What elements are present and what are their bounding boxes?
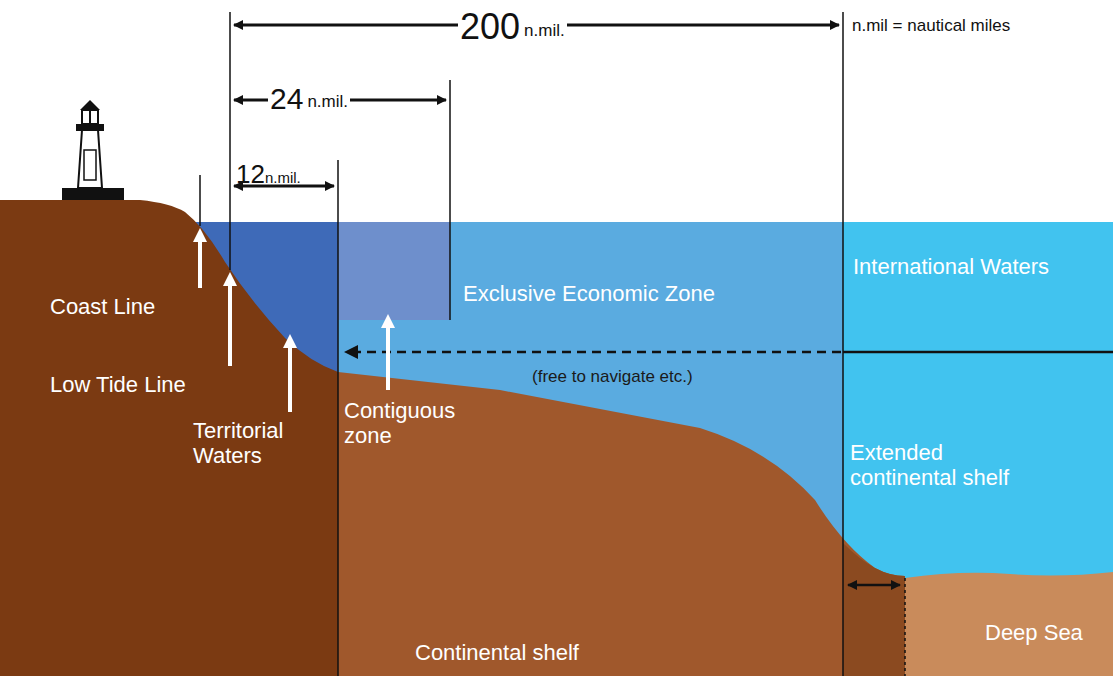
dimension-number: 12: [236, 160, 265, 190]
deep-sea: [905, 572, 1113, 676]
lighthouse: [62, 100, 124, 200]
zone-label: Continental shelf: [415, 640, 579, 665]
zone-label: Extended continental shelf: [850, 440, 1055, 491]
continental-shelf: [338, 372, 905, 676]
zone-label: Exclusive Economic Zone: [463, 281, 715, 306]
contiguous-water: [338, 222, 450, 320]
extended-shelf: [843, 543, 905, 676]
navigation-arrowhead: [344, 345, 358, 359]
zone-label: Coast Line: [50, 294, 155, 319]
dimension-unit: n.mil.: [305, 92, 350, 112]
pointer-arrows: [193, 228, 395, 412]
boundary-lines: [200, 12, 905, 676]
dimension-arrows: [234, 25, 900, 585]
dimension-unit: n.mil.: [522, 21, 567, 41]
navigation-line: [843, 351, 1113, 354]
dimension-number: 24: [268, 82, 305, 117]
dimension-number: 200: [458, 6, 522, 47]
zone-label: Deep Sea: [985, 620, 1083, 645]
unit-note: n.mil = nautical miles: [852, 16, 1010, 36]
navigation-note: (free to navigate etc.): [532, 367, 693, 387]
land: [0, 200, 338, 676]
zone-label: International Waters: [853, 254, 1063, 279]
navigation-dashed: [354, 351, 841, 354]
dimension-unit: n.mil.: [265, 169, 301, 186]
zone-label: Territorial Waters: [193, 418, 323, 469]
zone-label: Low Tide Line: [50, 372, 186, 397]
zone-label: Contiguous zone: [344, 398, 474, 449]
